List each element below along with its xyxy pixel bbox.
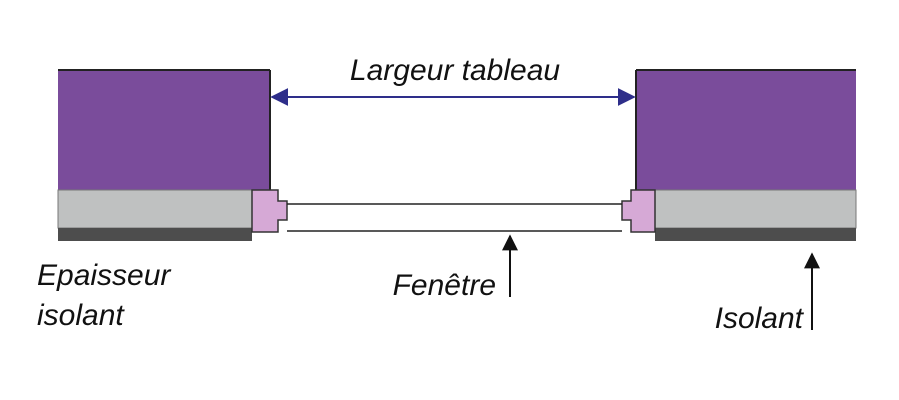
left-finish-layer: [58, 228, 252, 241]
right-finish-layer: [655, 228, 856, 241]
insulation-label: Isolant: [715, 302, 805, 335]
thickness-label-line2: isolant: [37, 299, 125, 332]
left-wall: [58, 70, 270, 190]
right-insulation-layer: [654, 189, 857, 229]
window-label: Fenêtre: [393, 269, 496, 302]
left-insulation-layer: [57, 189, 253, 229]
right-window-frame: [621, 189, 656, 233]
width-label: Largeur tableau: [350, 54, 560, 87]
right-wall: [636, 70, 856, 190]
thickness-label-line1: Epaisseur: [37, 259, 171, 292]
left-window-frame: [251, 189, 288, 233]
